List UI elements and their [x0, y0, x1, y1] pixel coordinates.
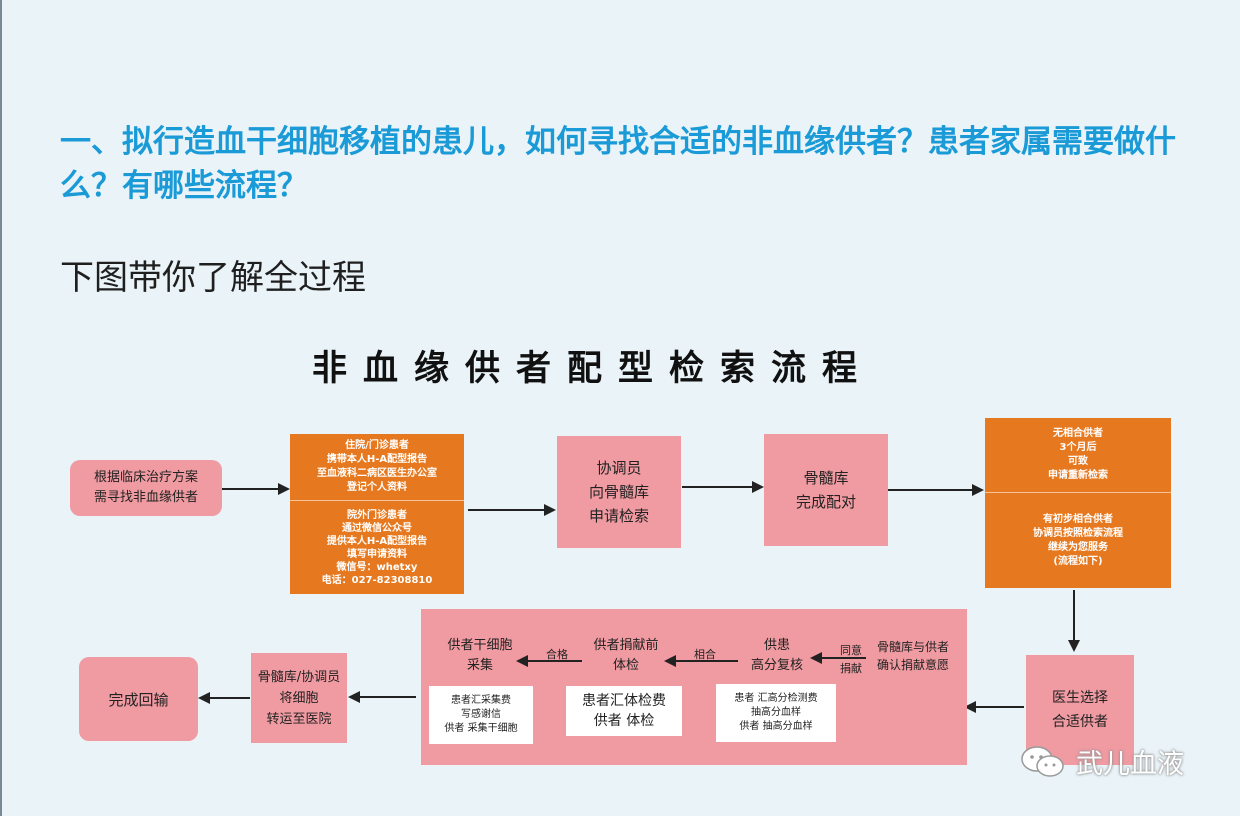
arrow-results-to-doctor: [1068, 590, 1080, 652]
left-border: [0, 0, 2, 816]
arrow-registration-to-coordinator: [468, 504, 556, 516]
node-collect: 供者干细胞 采集: [447, 638, 513, 673]
arrow-start-to-registration: [222, 483, 290, 495]
node-start: 根据临床治疗方案 需寻找非血缘供者: [70, 460, 222, 516]
flowchart-title: 非血缘供者配型检索流程: [312, 349, 874, 389]
label-agree: 同意: [840, 644, 862, 657]
note-collect: 患者汇采集费 写感谢信 供者 采集干细胞: [429, 686, 533, 744]
results-divider: [985, 492, 1171, 493]
node-bank-match: 骨髓库 完成配对: [764, 434, 888, 546]
watermark: 武儿血液: [1020, 742, 1184, 781]
node-inpatient: 住院/门诊患者 携带本人H-A配型报告 至血液科二病区医生办公室 登记个人资料: [290, 434, 464, 500]
node-transport: 骨髓库/协调员 将细胞 转运至医院: [251, 653, 347, 743]
results-group: 无相合供者 3个月后 可致 申请重新检索 有初步相合供者 协调员按照检索流程 继…: [985, 418, 1171, 588]
node-coordinator: 协调员 向骨髓库 申请检索: [557, 436, 681, 548]
registration-group: 住院/门诊患者 携带本人H-A配型报告 至血液科二病区医生办公室 登记个人资料 …: [290, 434, 464, 594]
note-review: 患者 汇高分检测费 抽高分血样 供者 抽高分血样: [716, 684, 836, 742]
node-confirm: 骨髓库与供者 确认捐献意愿: [876, 640, 949, 672]
label-match: 相合: [694, 648, 716, 661]
arrow-doctor-to-process: [964, 701, 1024, 713]
watermark-text: 武儿血液: [1076, 749, 1184, 780]
arrow-coordinator-to-bank: [682, 481, 764, 493]
node-prelim-match: 有初步相合供者 协调员按照检索流程 继续为您服务 (流程如下): [985, 494, 1171, 588]
page-subtitle: 下图带你了解全过程: [60, 258, 366, 298]
node-doctor-select: 医生选择 合适供者: [1026, 655, 1134, 765]
arrow-process-to-transport: [348, 691, 416, 703]
arrow-bank-to-results: [888, 484, 984, 496]
node-review: 供患 高分复核: [750, 638, 803, 673]
arrow-exam-to-collect: [516, 655, 582, 667]
node-outpatient: 院外门诊患者 通过微信公众号 提供本人H-A配型报告 填写申请资料 微信号：wh…: [290, 502, 464, 594]
label-pass: 合格: [546, 648, 568, 661]
wechat-icon: [1021, 745, 1064, 777]
node-no-match: 无相合供者 3个月后 可致 申请重新检索: [985, 418, 1171, 492]
label-donate: 捐献: [840, 662, 862, 675]
arrow-review-to-exam: [664, 655, 738, 667]
registration-divider: [290, 500, 464, 501]
node-done: 完成回输: [79, 657, 198, 741]
arrow-confirm-to-review: [810, 652, 866, 664]
arrow-transport-to-done: [198, 692, 250, 704]
note-exam: 患者汇体检费 供者 体检: [566, 686, 682, 736]
page-heading: 一、拟行造血干细胞移植的患儿，如何寻找合适的非血缘供者？患者家属需要做什么？有哪…: [60, 124, 1176, 204]
node-exam: 供者捐献前 体检: [593, 638, 659, 673]
